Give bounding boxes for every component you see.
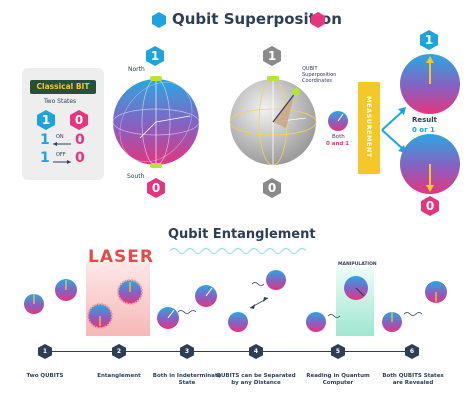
zero-hexagon: 0 (70, 110, 88, 130)
step-2-label: Entanglement (97, 373, 141, 379)
classical-on-zero: 0 (75, 132, 85, 148)
south-label: South (127, 173, 145, 180)
step-1-marker: 1 (38, 344, 52, 359)
measurement-box (358, 82, 380, 174)
manipulation-label: MANIPULATION (338, 262, 377, 267)
timeline-line (45, 351, 417, 352)
laser-label: LASER (88, 247, 154, 267)
both-label: Both (332, 134, 345, 140)
step-4-marker: 4 (249, 344, 263, 359)
step-5-label: Reading in Quantum Computer (306, 373, 370, 386)
result-sphere-bottom (400, 134, 460, 194)
step-6-marker: 6 (405, 344, 419, 359)
cyan-hexagon-icon (152, 12, 166, 28)
step-6-label: Both QUBITS States are Revealed (382, 373, 444, 386)
coordinates-label: QUBIT Superposition Coordinates (302, 66, 337, 84)
classical-bit-banner: Classical BIT (30, 80, 96, 94)
result-bottom-hexagon: 0 (421, 196, 439, 216)
sphere2-top-hexagon: 1 (263, 46, 281, 66)
two-states-label: Two States (44, 98, 77, 105)
step-1-label: Two QUBITS (26, 373, 64, 379)
result-label: Result (412, 116, 438, 124)
result-arrows (381, 107, 406, 153)
superposition-title: Qubit Superposition (172, 10, 342, 28)
one-hexagon: 1 (37, 110, 55, 130)
entanglement-qubits (24, 270, 447, 332)
result-sphere-top (400, 54, 460, 114)
result-top-hexagon: 1 (420, 30, 438, 50)
north-label: North (128, 66, 145, 73)
mini-qubit-sphere (328, 111, 348, 131)
step-5-marker: 5 (331, 344, 345, 359)
on-arrow-icon (53, 142, 71, 146)
entanglement-title: Qubit Entanglement (168, 227, 316, 242)
off-label: OFF (56, 152, 66, 158)
on-label: ON (56, 134, 64, 140)
bloch-sphere-2 (229, 76, 317, 166)
bloch-sphere-1 (112, 76, 200, 168)
step-4-label: QUBITS can be Separated by any Distance (216, 373, 296, 386)
sphere2-bottom-hexagon: 0 (263, 178, 281, 198)
result-values: 0 or 1 (412, 126, 435, 134)
classical-off-one: 1 (40, 150, 50, 166)
step-3-label: Both in Indeterminate State (152, 373, 222, 386)
step-3-marker: 3 (180, 344, 194, 359)
measurement-label: MEASUREMENT (365, 96, 373, 158)
classical-off-zero: 0 (75, 150, 85, 166)
classical-on-one: 1 (40, 132, 50, 148)
magenta-hexagon-icon (311, 12, 325, 28)
off-arrow-icon (53, 160, 71, 164)
sphere1-top-hexagon: 1 (146, 46, 164, 66)
step-2-marker: 2 (112, 344, 126, 359)
wave-decoration (170, 248, 306, 254)
sphere1-bottom-hexagon: 0 (147, 178, 165, 198)
both-values: 0 and 1 (326, 141, 350, 147)
